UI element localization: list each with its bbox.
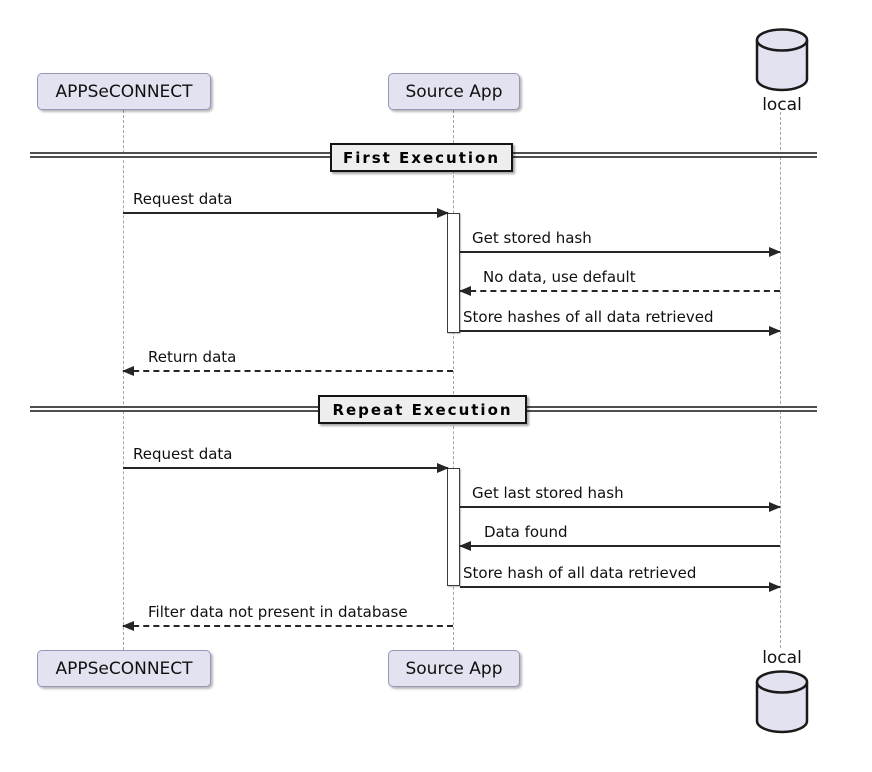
arrowhead-right-icon bbox=[437, 463, 449, 473]
message-line bbox=[460, 506, 780, 508]
database-cylinder-icon bbox=[755, 670, 809, 734]
lifeline-local bbox=[780, 112, 781, 648]
message-label: Get stored hash bbox=[472, 229, 592, 247]
message-line bbox=[123, 370, 453, 372]
message-line bbox=[123, 625, 453, 627]
database-label: local bbox=[762, 648, 802, 668]
message-label: No data, use default bbox=[483, 268, 636, 286]
lifeline-source-app bbox=[453, 110, 454, 650]
message-line bbox=[460, 545, 780, 547]
arrowhead-left-icon bbox=[459, 286, 471, 296]
divider-first-execution: First Execution bbox=[330, 143, 513, 172]
participant-label: APPSeCONNECT bbox=[55, 81, 193, 102]
arrowhead-right-icon bbox=[769, 326, 781, 336]
message-label: Return data bbox=[148, 348, 237, 366]
arrowhead-right-icon bbox=[769, 502, 781, 512]
message-label: Filter data not present in database bbox=[148, 603, 408, 621]
message-label: Get last stored hash bbox=[472, 484, 624, 502]
participant-appseconnect-bottom: APPSeCONNECT bbox=[37, 650, 211, 687]
arrowhead-left-icon bbox=[122, 621, 134, 631]
participant-appseconnect-top: APPSeCONNECT bbox=[37, 73, 211, 110]
database-label: local bbox=[762, 95, 802, 115]
activation-bar-source-app-first bbox=[447, 213, 460, 333]
message-line bbox=[460, 290, 780, 292]
message-line bbox=[460, 251, 780, 253]
message-line bbox=[460, 586, 780, 588]
message-label: Data found bbox=[484, 523, 568, 541]
message-label: Store hashes of all data retrieved bbox=[463, 308, 714, 326]
arrowhead-right-icon bbox=[437, 208, 449, 218]
participant-label: Source App bbox=[405, 658, 503, 679]
participant-source-app-bottom: Source App bbox=[388, 650, 520, 687]
database-local-bottom: local bbox=[754, 650, 810, 738]
database-local-top: local bbox=[754, 27, 810, 114]
activation-bar-source-app-repeat bbox=[447, 468, 460, 586]
lifeline-appseconnect bbox=[123, 110, 124, 650]
divider-label: Repeat Execution bbox=[332, 400, 513, 419]
arrowhead-right-icon bbox=[769, 247, 781, 257]
arrowhead-left-icon bbox=[459, 541, 471, 551]
message-line bbox=[460, 330, 780, 332]
participant-source-app-top: Source App bbox=[388, 73, 520, 110]
message-line bbox=[123, 467, 448, 469]
message-line bbox=[123, 212, 448, 214]
message-label: Request data bbox=[133, 190, 233, 208]
participant-label: APPSeCONNECT bbox=[55, 658, 193, 679]
arrowhead-right-icon bbox=[769, 582, 781, 592]
arrowhead-left-icon bbox=[122, 366, 134, 376]
participant-label: Source App bbox=[405, 81, 503, 102]
message-label: Request data bbox=[133, 445, 233, 463]
divider-label: First Execution bbox=[342, 148, 501, 167]
message-label: Store hash of all data retrieved bbox=[463, 564, 697, 582]
divider-repeat-execution: Repeat Execution bbox=[318, 395, 527, 424]
database-cylinder-icon bbox=[755, 28, 809, 92]
